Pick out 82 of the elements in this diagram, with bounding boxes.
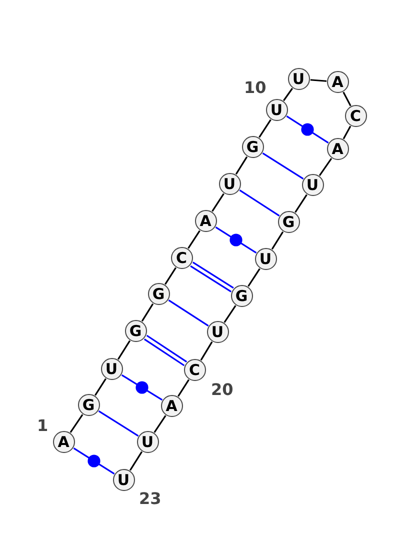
- base-letter: G: [245, 136, 260, 156]
- base-letter: U: [210, 322, 225, 342]
- base-letter: C: [348, 106, 362, 126]
- base-letter: U: [140, 432, 155, 452]
- base-letter: U: [116, 470, 131, 490]
- base-letter: A: [330, 72, 344, 92]
- base-letter: U: [258, 248, 273, 268]
- base-letter: U: [104, 358, 119, 378]
- nucleotide-circle: [136, 430, 158, 452]
- base-letter: G: [81, 394, 96, 414]
- backbone-line: [212, 193, 224, 212]
- base-letter: G: [234, 286, 249, 306]
- nucleotide-circle: [206, 320, 228, 342]
- base-letter: A: [164, 396, 178, 416]
- base-letter: A: [56, 432, 70, 452]
- backbone-line: [224, 305, 236, 323]
- base-pair-line: [214, 226, 258, 254]
- backbone-line: [342, 92, 352, 106]
- nucleotide-circle: [170, 246, 192, 268]
- base-pair-line: [239, 190, 280, 216]
- nucleotide-circle: [218, 172, 240, 194]
- position-number: 23: [139, 489, 162, 508]
- base-pair-line: [72, 447, 116, 475]
- base-letter: A: [198, 210, 212, 230]
- base-letter: C: [174, 248, 188, 268]
- nucleotide-circle: [326, 138, 348, 160]
- position-number: 1: [37, 416, 48, 435]
- nucleotide-circle: [124, 320, 146, 342]
- backbone-line: [188, 230, 200, 249]
- nucleotide-circle: [266, 98, 288, 120]
- position-number: 10: [244, 78, 266, 97]
- nucleotide-circle: [78, 394, 100, 416]
- nucleotide-circle: [230, 284, 252, 306]
- nucleotide-circle: [242, 136, 264, 158]
- base-letter: U: [291, 68, 306, 88]
- backbone-line: [318, 158, 332, 176]
- backbone-line: [129, 451, 143, 471]
- base-letter: C: [188, 360, 201, 380]
- backbone-line: [283, 88, 293, 102]
- base-pair-line: [286, 115, 330, 144]
- backbone-line: [258, 119, 272, 138]
- backbone-line: [164, 267, 176, 285]
- nucleotide-circle: [112, 468, 134, 490]
- nucleotide-circle: [148, 282, 170, 304]
- nucleotide-circle: [254, 248, 276, 270]
- backbone-line: [200, 341, 213, 361]
- base-letter: U: [269, 100, 284, 120]
- base-letter: G: [281, 212, 296, 232]
- backbone-line: [294, 194, 308, 213]
- nucleotide-circle: [184, 358, 206, 380]
- nucleotide-circle: [326, 70, 348, 92]
- nucleotide-circle: [160, 394, 182, 416]
- nucleotide-circle: [288, 68, 310, 90]
- nucleotide-circle: [100, 358, 122, 380]
- backbone-line: [342, 126, 352, 140]
- base-pair-line: [190, 262, 234, 292]
- backbone-line: [178, 379, 190, 397]
- base-pair-line: [98, 410, 139, 437]
- backbone-line: [154, 415, 166, 433]
- base-pair-line: [168, 300, 209, 326]
- backbone-line: [235, 156, 248, 175]
- backbone-line: [94, 378, 106, 396]
- backbone-line: [248, 268, 260, 287]
- nucleotide-circle: [52, 430, 74, 452]
- backbone-line: [141, 303, 154, 322]
- backbone-line: [271, 231, 284, 250]
- base-letter: U: [222, 174, 237, 194]
- base-letter: G: [151, 284, 166, 304]
- backbone-line: [310, 79, 327, 82]
- base-pair-line: [121, 374, 164, 401]
- nucleotide-circle: [344, 104, 366, 126]
- base-pair-line: [144, 334, 188, 366]
- backbone-line: [70, 414, 84, 433]
- nucleotide-circle: [302, 174, 324, 196]
- base-letter: A: [330, 138, 344, 158]
- backbone-line: [117, 340, 131, 360]
- nucleotide-circle: [194, 210, 216, 232]
- nucleotide-circle: [278, 210, 300, 232]
- base-letter: G: [128, 320, 143, 340]
- base-letter: U: [305, 174, 320, 194]
- position-number: 20: [211, 380, 234, 399]
- base-pair-line: [262, 152, 304, 180]
